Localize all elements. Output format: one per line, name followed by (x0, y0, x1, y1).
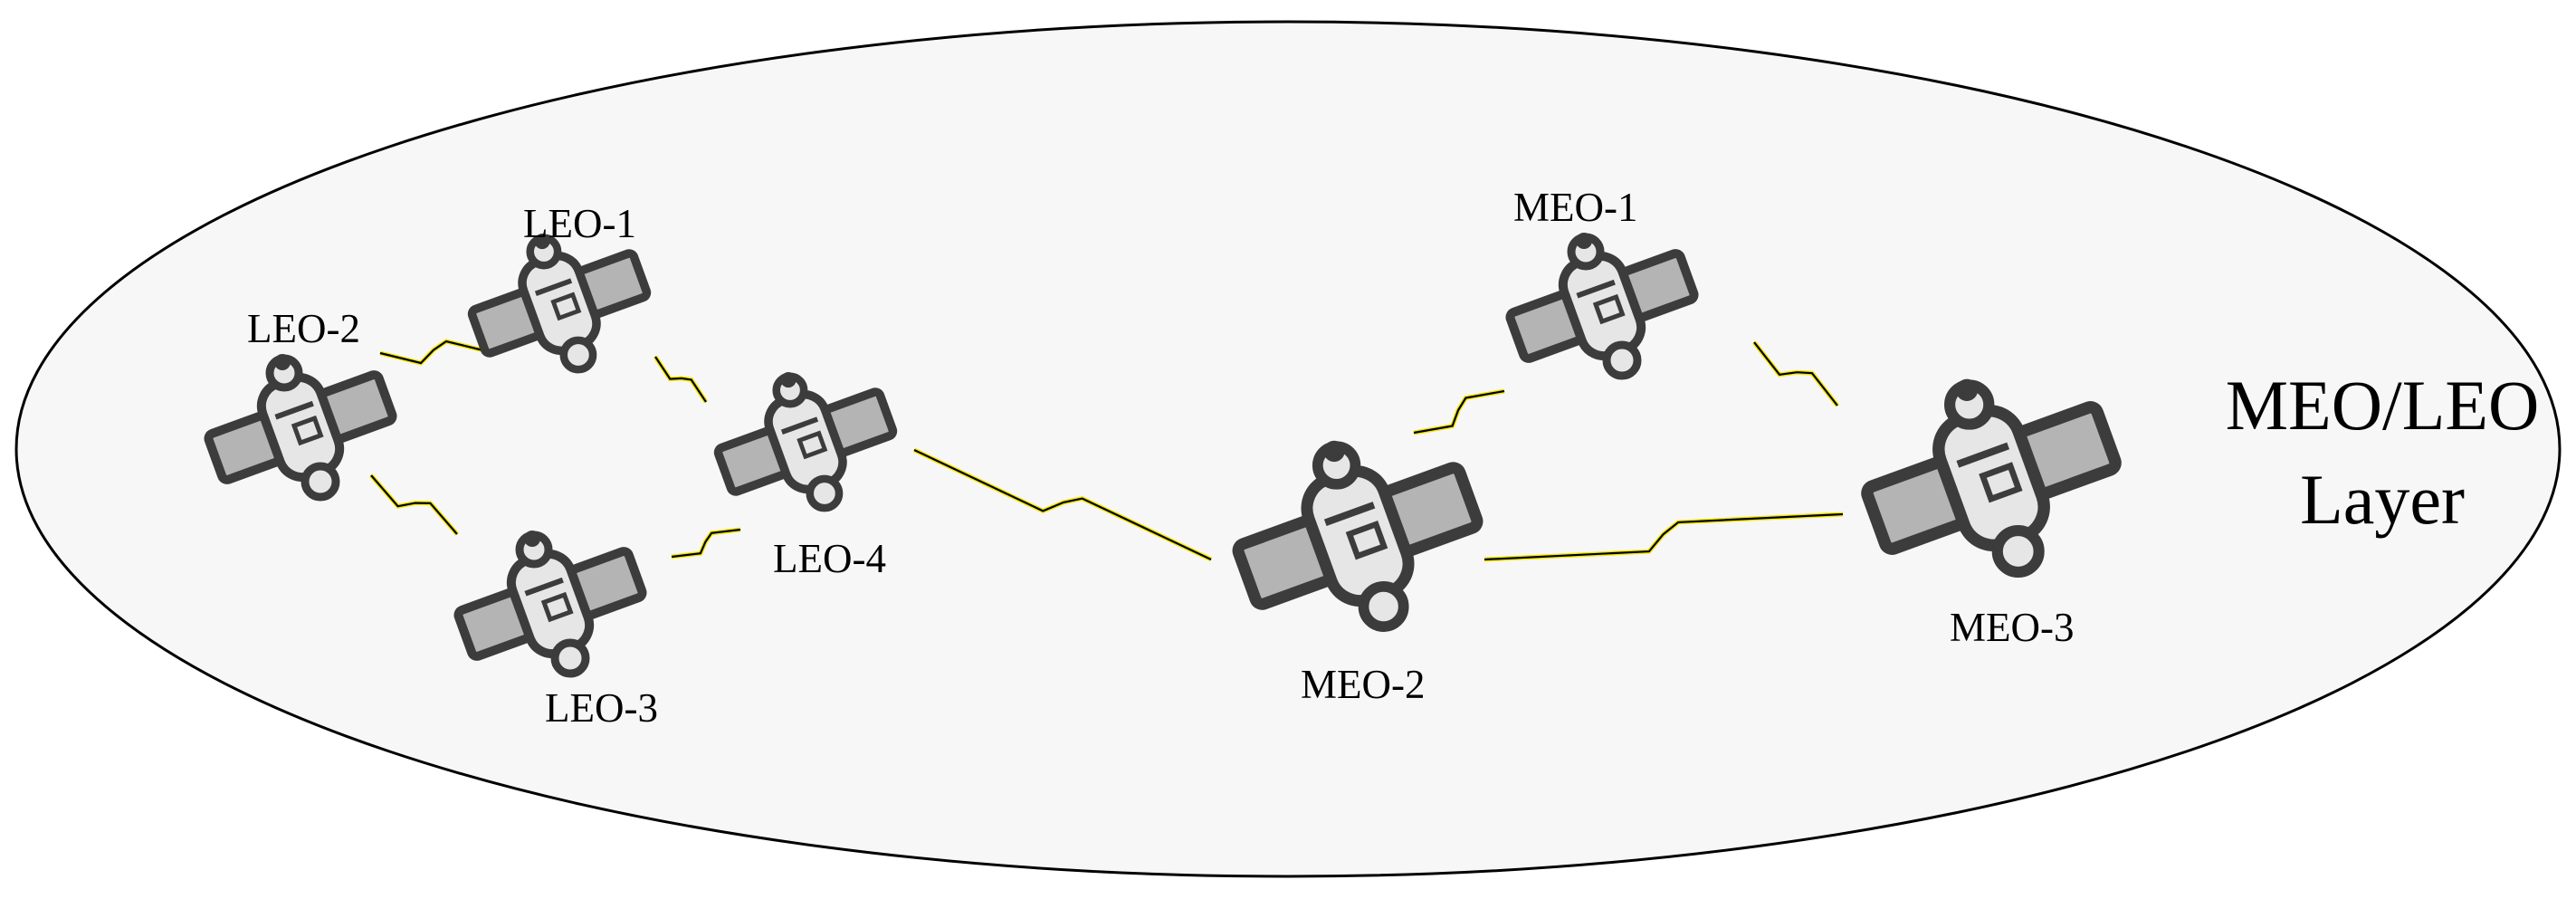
satellite-label-leo-4: LEO-4 (773, 536, 886, 581)
satellite-meo-1: MEO-1 (1509, 185, 1695, 376)
link-meo-1-meo-3 (1753, 341, 1838, 406)
link-leo-3-leo-4 (671, 528, 741, 559)
satellite-label-leo-3: LEO-3 (545, 685, 658, 731)
satellite-label-meo-3: MEO-3 (1950, 605, 2074, 650)
link-meo-2-meo-1 (1413, 389, 1505, 435)
satellite-label-leo-1: LEO-1 (523, 201, 636, 246)
satellite-meo-3: MEO-3 (1865, 379, 2118, 650)
layer-ellipse (14, 20, 2562, 878)
satellite-leo-3: LEO-3 (457, 531, 658, 731)
link-leo-2-leo-3 (370, 474, 458, 535)
satellite-label-leo-2: LEO-2 (247, 306, 360, 351)
links-group (369, 339, 1844, 562)
satellite-label-meo-2: MEO-2 (1301, 662, 1425, 707)
satellite-leo-2: LEO-2 (207, 306, 394, 497)
satellite-meo-2: MEO-2 (1236, 441, 1479, 707)
layer-title-line1: MEO/LEO (2226, 366, 2540, 445)
satellite-leo-1: LEO-1 (471, 201, 648, 369)
link-leo-1-leo-4 (654, 356, 707, 403)
satellite-leo-4: LEO-4 (717, 372, 894, 581)
satellite-label-meo-1: MEO-1 (1513, 185, 1637, 230)
layer-title-line2: Layer (2300, 460, 2465, 539)
link-leo-4-meo-2 (913, 449, 1212, 560)
link-leo-2-leo-1 (379, 340, 488, 365)
link-meo-2-meo-3 (1484, 512, 1844, 561)
